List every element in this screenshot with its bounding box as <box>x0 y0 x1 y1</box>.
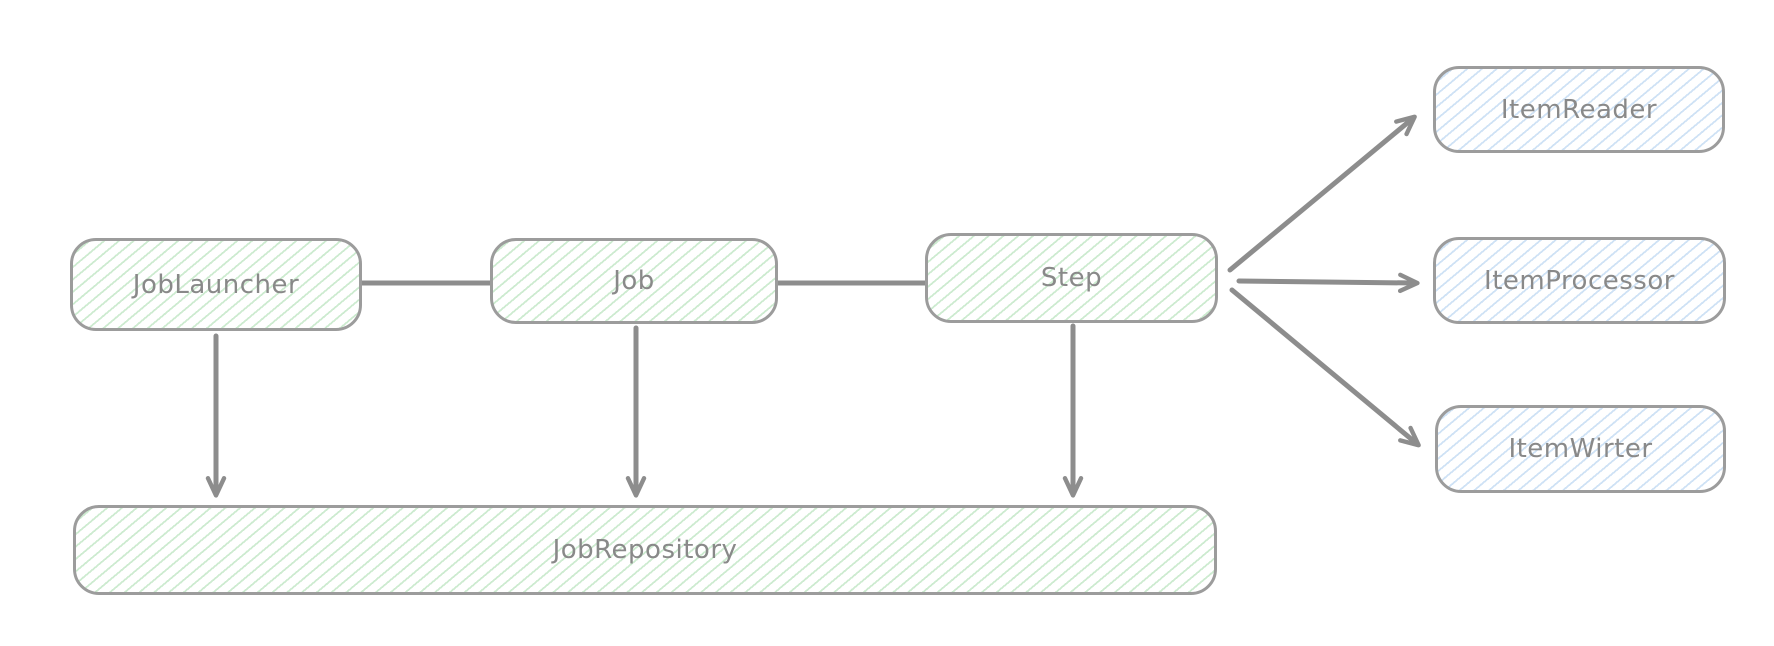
node-itemreader-label: ItemReader <box>1500 94 1658 125</box>
node-itemreader[interactable]: ItemReader <box>1433 66 1725 153</box>
node-joblauncher[interactable]: JobLauncher <box>70 238 362 331</box>
arrow-step-itemreader[interactable] <box>1227 114 1417 273</box>
node-step-label: Step <box>1040 263 1103 293</box>
node-jobrepository-label: JobRepository <box>552 535 738 565</box>
node-itemwriter-label: ItemWirter <box>1508 434 1653 464</box>
arrow-step-itemwriter[interactable] <box>1229 287 1421 448</box>
node-job[interactable]: Job <box>490 238 778 324</box>
arrow-step-itemprocessor[interactable] <box>1236 272 1420 294</box>
node-itemwriter[interactable]: ItemWirter <box>1435 405 1726 493</box>
node-itemprocessor[interactable]: ItemProcessor <box>1433 237 1726 324</box>
node-jobrepository[interactable]: JobRepository <box>73 505 1217 595</box>
node-itemprocessor-label: ItemProcessor <box>1484 265 1675 296</box>
node-job-label: Job <box>613 266 655 296</box>
node-step[interactable]: Step <box>925 233 1218 323</box>
node-joblauncher-label: JobLauncher <box>132 269 300 300</box>
